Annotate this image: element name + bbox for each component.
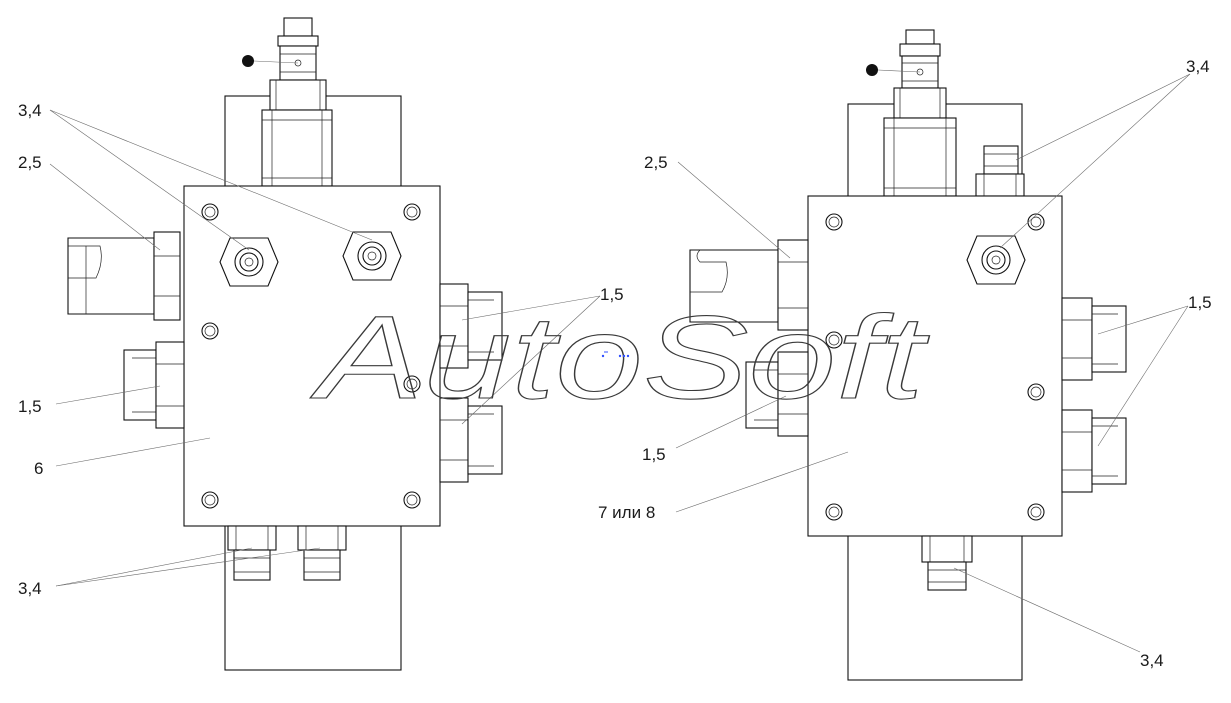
right-label-right: 1,5 bbox=[1188, 293, 1212, 312]
right-right-fitting-upper bbox=[1061, 297, 1127, 381]
right-face-plug bbox=[966, 235, 1026, 285]
left-leaders bbox=[49, 109, 601, 587]
right-marker-dot bbox=[866, 64, 878, 76]
left-top-valve bbox=[261, 17, 333, 187]
right-label-body: 7 или 8 bbox=[598, 503, 655, 522]
left-marker-dot bbox=[242, 55, 254, 67]
right-bolt-holes bbox=[825, 213, 1045, 521]
right-side-hose-fitting bbox=[689, 239, 809, 331]
left-label-body: 6 bbox=[34, 459, 43, 478]
left-right-fitting-lower bbox=[439, 397, 503, 483]
left-label-right: 1,5 bbox=[600, 285, 624, 304]
left-label-bottom: 3,4 bbox=[18, 579, 42, 598]
left-label-left-lower: 1,5 bbox=[18, 397, 42, 416]
left-label-top: 3,4 bbox=[18, 101, 42, 120]
right-side-fitting-lower bbox=[745, 351, 809, 437]
right-label-top: 3,4 bbox=[1186, 57, 1210, 76]
left-side-hose-fitting bbox=[67, 231, 181, 321]
left-label-side: 2,5 bbox=[18, 153, 42, 172]
right-leaders bbox=[675, 73, 1191, 653]
right-bottom-fitting bbox=[921, 535, 973, 591]
left-face-plug-1 bbox=[219, 237, 279, 287]
left-bottom-fitting-2 bbox=[297, 525, 347, 581]
right-top-small-fitting bbox=[975, 145, 1025, 197]
left-right-fitting-upper bbox=[439, 283, 503, 369]
watermark-dots bbox=[601, 351, 630, 358]
left-view: 3,4 2,5 1,5 1,5 6 3,4 bbox=[18, 17, 624, 671]
right-top-valve bbox=[883, 29, 957, 197]
left-side-fitting-lower bbox=[123, 341, 185, 429]
watermark: AutoSoft bbox=[310, 292, 930, 424]
right-label-bottom: 3,4 bbox=[1140, 651, 1164, 670]
right-view: 3,4 2,5 1,5 1,5 7 или 8 3,4 bbox=[598, 29, 1212, 681]
right-label-side: 2,5 bbox=[644, 153, 668, 172]
left-bottom-fitting-1 bbox=[227, 525, 277, 581]
left-bolt-holes bbox=[201, 203, 421, 509]
left-main-block bbox=[183, 185, 441, 527]
right-right-fitting-lower bbox=[1061, 409, 1127, 493]
left-face-plug-2 bbox=[342, 231, 402, 281]
right-label-left-lower: 1,5 bbox=[642, 445, 666, 464]
